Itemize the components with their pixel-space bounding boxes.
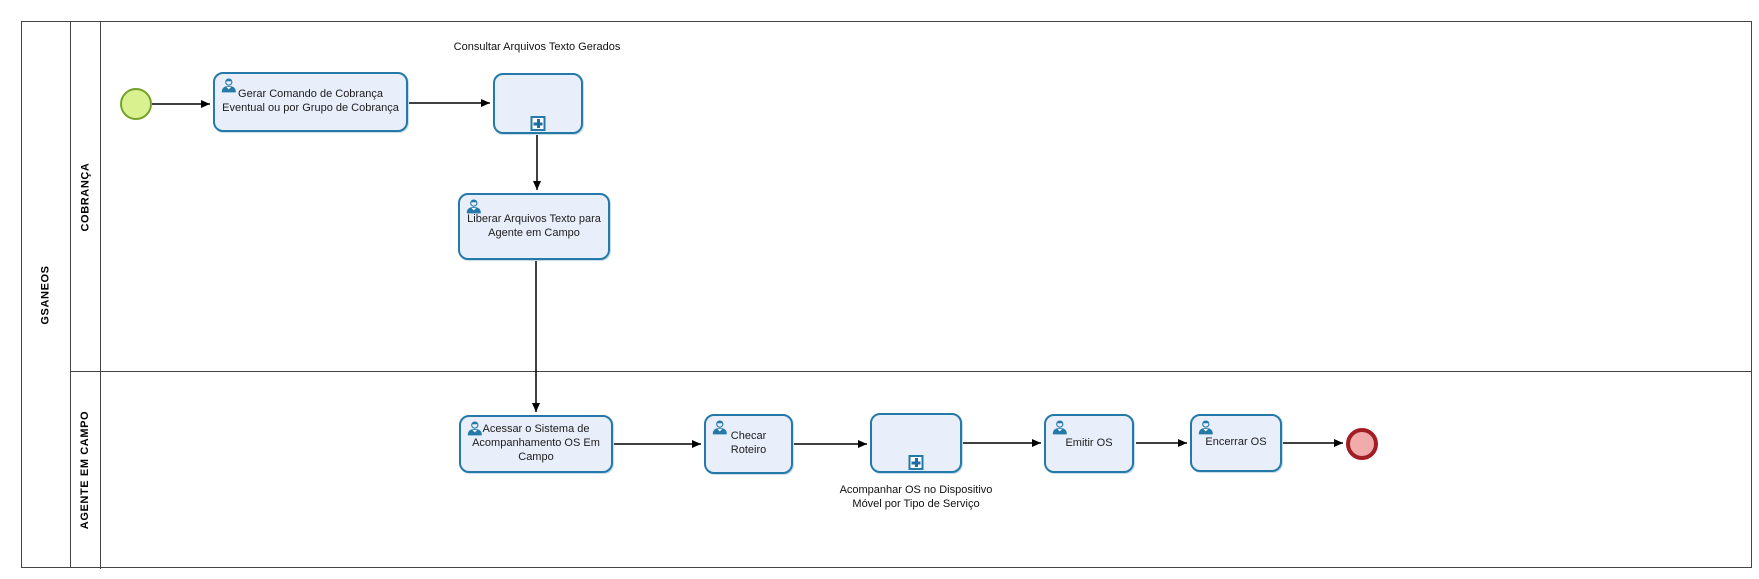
user-icon [466, 421, 483, 436]
subprocess-plus-icon[interactable] [530, 116, 546, 131]
subprocess-consultar-arquivos[interactable] [493, 73, 583, 134]
task-checar-roteiro[interactable]: Checar Roteiro [704, 414, 793, 474]
task-label: Encerrar OS [1205, 436, 1267, 449]
lane-header-agente-em-campo[interactable]: AGENTE EM CAMPO [71, 371, 101, 569]
end-event[interactable] [1346, 428, 1378, 460]
subprocess-plus-icon[interactable] [908, 455, 924, 470]
task-liberar-arquivos-texto[interactable]: Liberar Arquivos Texto para Agente em Ca… [458, 193, 610, 260]
task-label: Liberar Arquivos Texto para Agente em Ca… [467, 212, 601, 239]
task-label: Acessar o Sistema de Acompanhamento OS E… [472, 423, 600, 463]
subprocess-acompanhar-os[interactable] [870, 413, 962, 473]
lane-title-cobranca: COBRANÇA [79, 162, 92, 231]
start-event[interactable] [120, 88, 152, 120]
task-gerar-comando-de-cobranca[interactable]: Gerar Comando de Cobrança Eventual ou po… [213, 72, 408, 132]
user-icon [220, 78, 237, 93]
task-acessar-sistema[interactable]: Acessar o Sistema de Acompanhamento OS E… [459, 415, 613, 473]
task-label: Emitir OS [1065, 436, 1113, 449]
user-icon [1197, 420, 1214, 435]
task-emitir-os[interactable]: Emitir OS [1044, 414, 1134, 473]
user-icon [711, 420, 728, 435]
lane-header-cobranca[interactable]: COBRANÇA [71, 22, 101, 371]
pool-header[interactable]: GSANEOS [22, 22, 71, 567]
lane-title-agente-em-campo: AGENTE EM CAMPO [79, 410, 92, 530]
task-encerrar-os[interactable]: Encerrar OS [1190, 414, 1282, 472]
subprocess-acompanhar-label: Acompanhar OS no Dispositivo Móvel por T… [839, 484, 993, 511]
pool-title: GSANEOS [40, 264, 52, 325]
task-label: Gerar Comando de Cobrança Eventual ou po… [222, 88, 399, 114]
user-icon [465, 199, 482, 214]
user-icon [1051, 420, 1068, 435]
subprocess-consultar-label: Consultar Arquivos Texto Gerados [453, 41, 621, 53]
task-label: Checar Roteiro [730, 430, 767, 456]
lane-divider [71, 371, 1751, 372]
